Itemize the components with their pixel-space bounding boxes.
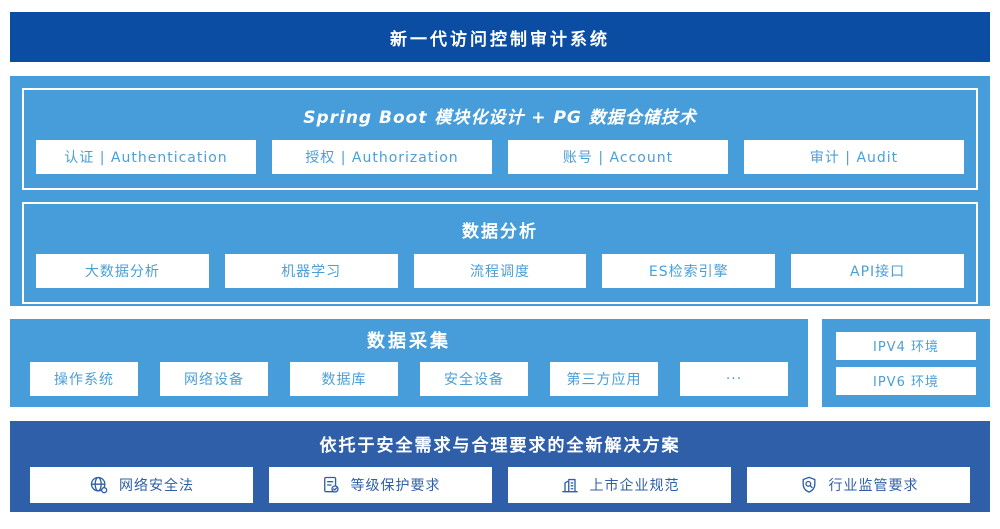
chip-database: 数据库 — [290, 362, 398, 396]
chip-third-party-app-label: 第三方应用 — [566, 372, 642, 388]
chip-audit: 审计 | Audit — [744, 140, 964, 174]
analysis-chip-row: 大数据分析 机器学习 流程调度 ES检索引擎 API接口 — [36, 254, 964, 288]
solution-title: 依托于安全需求与合理要求的全新解决方案 — [319, 436, 681, 456]
springboot-modules-frame: Spring Boot 模块化设计 + PG 数据仓储技术 认证 | Authe… — [22, 88, 978, 190]
chip-authorization: 授权 | Authorization — [272, 140, 492, 174]
chip-ipv6-environment-label: IPV6 环境 — [873, 375, 939, 390]
chip-operating-system-label: 操作系统 — [54, 372, 114, 388]
chip-workflow-scheduling: 流程调度 — [413, 254, 587, 288]
chip-cybersecurity-law: 网络安全法 — [30, 467, 253, 503]
chip-ipv4-environment-label: IPV4 环境 — [873, 340, 939, 355]
globe-network-icon — [90, 476, 108, 494]
chip-security-device: 安全设备 — [420, 362, 528, 396]
chip-es-search-engine: ES检索引擎 — [602, 254, 776, 288]
module-chip-row: 认证 | Authentication 授权 | Authorization 账… — [36, 140, 964, 174]
chip-industry-regulation: 行业监管要求 — [747, 467, 970, 503]
chip-database-label: 数据库 — [321, 372, 367, 388]
chip-cybersecurity-law-label: 网络安全法 — [119, 478, 194, 494]
chip-ipv4-environment: IPV4 环境 — [836, 331, 976, 360]
document-check-icon — [323, 476, 339, 493]
system-title-banner: 新一代访问控制审计系统 — [10, 12, 990, 62]
chip-account-label: 账号 | Account — [562, 150, 674, 166]
chip-operating-system: 操作系统 — [30, 362, 138, 396]
chip-audit-label: 审计 | Audit — [809, 150, 899, 166]
chip-account: 账号 | Account — [508, 140, 728, 174]
chip-machine-learning: 机器学习 — [224, 254, 398, 288]
chip-third-party-app: 第三方应用 — [550, 362, 658, 396]
chip-api-interface-label: API接口 — [850, 264, 906, 280]
chip-more-ellipsis-label: ··· — [725, 371, 743, 387]
chip-more-ellipsis: ··· — [680, 362, 788, 396]
chip-listed-company-standard-label: 上市企业规范 — [589, 478, 680, 494]
chip-authentication-label: 认证 | Authentication — [64, 150, 228, 166]
chip-api-interface: API接口 — [791, 254, 964, 288]
solution-panel: 依托于安全需求与合理要求的全新解决方案 网络安全法 — [10, 421, 990, 512]
data-collection-title: 数据采集 — [367, 331, 451, 352]
springboot-frame-title: Spring Boot 模块化设计 + PG 数据仓储技术 — [303, 108, 697, 128]
collection-chip-row: 操作系统 网络设备 数据库 安全设备 第三方应用 ··· — [30, 362, 788, 396]
chip-classified-protection: 等级保护要求 — [269, 467, 492, 503]
chip-industry-regulation-label: 行业监管要求 — [828, 478, 919, 494]
data-analysis-frame: 数据分析 大数据分析 机器学习 流程调度 ES检索引擎 API接口 — [22, 202, 978, 304]
chip-security-device-label: 安全设备 — [444, 372, 504, 388]
chip-bigdata-analysis-label: 大数据分析 — [84, 264, 160, 280]
chip-network-device-label: 网络设备 — [184, 372, 244, 388]
data-analysis-title: 数据分析 — [462, 222, 538, 242]
building-icon — [561, 478, 578, 493]
chip-bigdata-analysis: 大数据分析 — [36, 254, 209, 288]
chip-authorization-label: 授权 | Authorization — [305, 150, 459, 166]
data-collection-panel: 数据采集 操作系统 网络设备 数据库 安全设备 第三方应用 ··· — [10, 319, 808, 407]
chip-machine-learning-label: 机器学习 — [281, 264, 342, 280]
chip-classified-protection-label: 等级保护要求 — [350, 478, 441, 494]
chip-workflow-scheduling-label: 流程调度 — [469, 264, 530, 280]
chip-listed-company-standard: 上市企业规范 — [508, 467, 731, 503]
ip-environment-panel: IPV4 环境 IPV6 环境 — [822, 319, 990, 407]
solution-chip-row: 网络安全法 等级保护要求 上市企业规范 — [30, 467, 970, 503]
page-title: 新一代访问控制审计系统 — [390, 29, 610, 50]
platform-panel: Spring Boot 模块化设计 + PG 数据仓储技术 认证 | Authe… — [10, 76, 990, 306]
chip-es-search-engine-label: ES检索引擎 — [648, 264, 729, 280]
chip-network-device: 网络设备 — [160, 362, 268, 396]
chip-ipv6-environment: IPV6 环境 — [836, 366, 976, 395]
chip-authentication: 认证 | Authentication — [36, 140, 256, 174]
shield-search-icon — [802, 476, 815, 493]
data-collection-row: 数据采集 操作系统 网络设备 数据库 安全设备 第三方应用 ··· IPV4 环… — [10, 319, 990, 407]
